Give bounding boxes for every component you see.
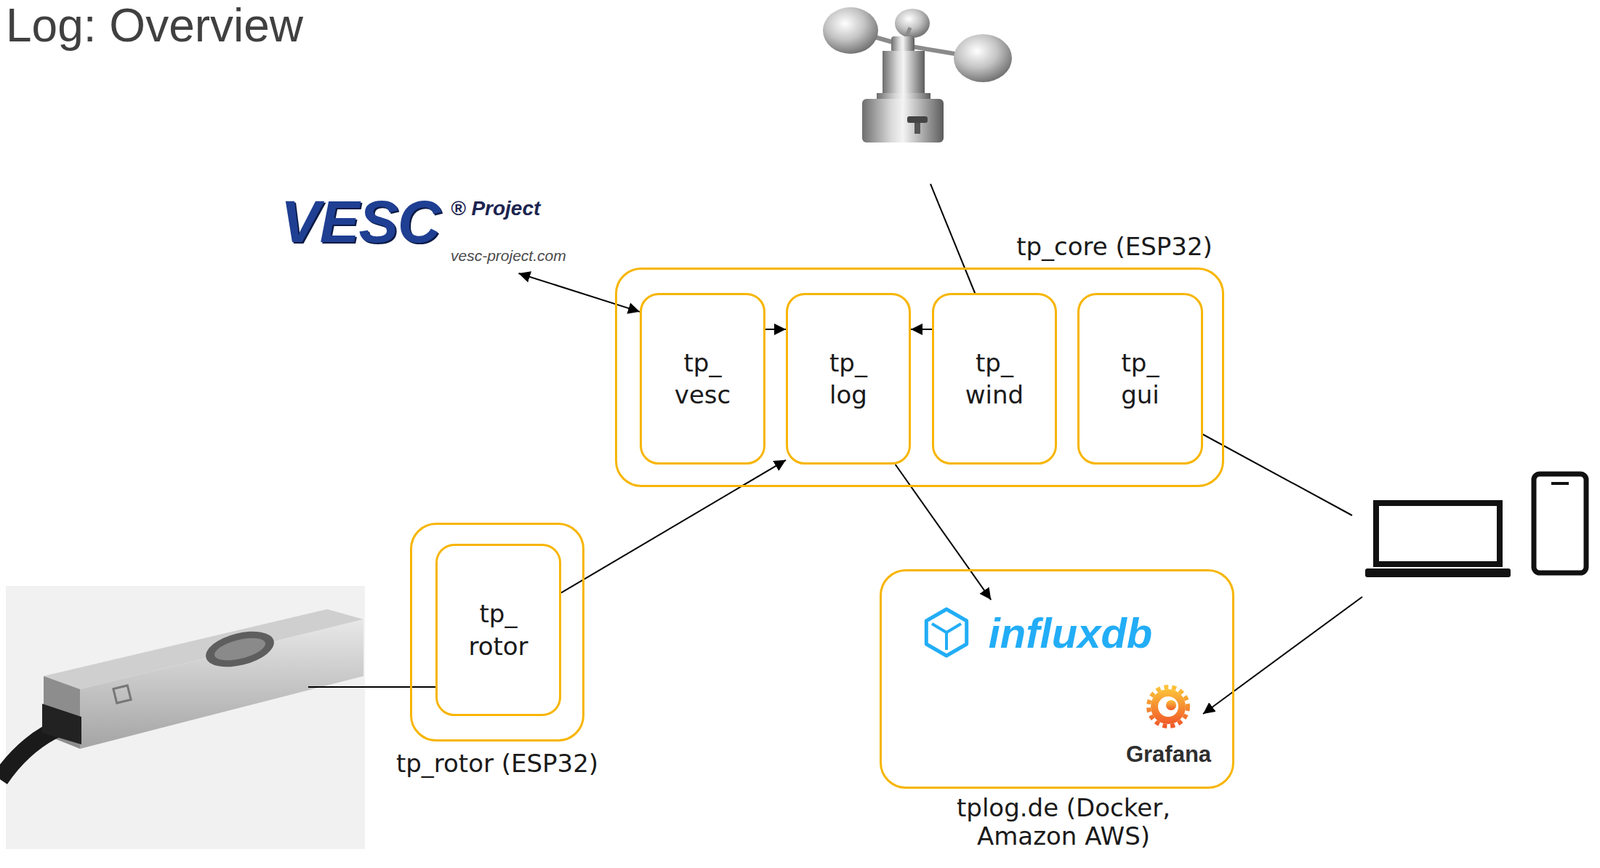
load-cell xyxy=(5,585,365,850)
influxdb-logo: influxdb xyxy=(978,599,1164,667)
connector-arrow xyxy=(910,328,932,331)
module-label: tp_ log xyxy=(829,346,868,411)
device-label: tp_core (ESP32) xyxy=(1016,232,1213,261)
anemometer xyxy=(894,8,930,38)
device-box: tp_core (ESP32)tp_ vesctp_ logtp_ windtp… xyxy=(614,267,1225,488)
device-label: tp_rotor (ESP32) xyxy=(396,749,599,778)
phone-icon xyxy=(1533,473,1587,573)
leader-arrow xyxy=(1183,423,1353,516)
module-label: tp_ rotor xyxy=(468,597,528,662)
slide-title: Log: Overview xyxy=(5,0,304,51)
vesc-logo: VESC ® Project vesc-project.com xyxy=(276,193,575,274)
grafana-icon xyxy=(1148,686,1188,727)
anemometer xyxy=(907,116,928,123)
anemometer xyxy=(882,50,925,96)
load-cell xyxy=(212,633,268,666)
grafana-icon xyxy=(1158,696,1179,717)
logo-url: vesc-project.com xyxy=(450,247,567,264)
server-box: tplog.de (Docker, Amazon AWS)influxdbGra… xyxy=(879,569,1235,789)
device-box: tp_rotor (ESP32)tp_ rotor xyxy=(409,522,585,742)
load-cell xyxy=(113,685,131,703)
server-label: tplog.de (Docker, Amazon AWS) xyxy=(921,793,1206,851)
module-label: tp_ vesc xyxy=(674,346,731,411)
module-box: tp_ rotor xyxy=(435,543,562,717)
influxdb-icon xyxy=(926,609,967,656)
connector-arrow xyxy=(518,273,640,312)
anemometer xyxy=(822,7,1012,143)
connector-arrow xyxy=(561,460,786,594)
connector-arrow xyxy=(765,328,786,331)
grafana-icon xyxy=(1166,700,1177,711)
leader-arrow xyxy=(930,183,982,309)
logo-subtitle: ® Project xyxy=(450,197,541,221)
grafana-icon xyxy=(1148,686,1188,727)
module-box: tp_ wind xyxy=(931,292,1057,465)
anemometer xyxy=(953,34,1012,83)
logo-wordmark: VESC xyxy=(280,191,440,252)
grafana-logo: Grafana xyxy=(1115,732,1222,778)
load-cell xyxy=(202,625,278,674)
influxdb-icon xyxy=(926,609,967,656)
grafana-icon xyxy=(1150,689,1186,725)
laptop-icon xyxy=(1376,503,1500,565)
module-box: tp_ log xyxy=(785,292,911,465)
module-box: tp_ gui xyxy=(1077,292,1204,465)
load-cell xyxy=(42,703,82,745)
load-cell xyxy=(79,619,364,749)
laptop-icon xyxy=(1365,503,1511,578)
phone-icon xyxy=(1533,473,1587,573)
anemometer xyxy=(914,122,921,134)
laptop-icon xyxy=(1365,568,1511,578)
module-label: tp_ gui xyxy=(1120,346,1160,411)
anemometer xyxy=(822,7,879,54)
influxdb-icon xyxy=(945,632,948,650)
anemometer xyxy=(862,98,944,143)
module-box: tp_ vesc xyxy=(639,292,766,465)
anemometer xyxy=(891,36,915,53)
connector-arrow xyxy=(895,464,992,600)
phone-icon xyxy=(1551,481,1569,485)
module-label: tp_ wind xyxy=(965,346,1024,411)
logo-wordmark: influxdb xyxy=(988,609,1153,657)
influxdb-icon xyxy=(931,623,962,633)
leader-arrow xyxy=(1203,596,1363,714)
logo-wordmark: Grafana xyxy=(1126,742,1212,767)
load-cell xyxy=(0,585,365,850)
